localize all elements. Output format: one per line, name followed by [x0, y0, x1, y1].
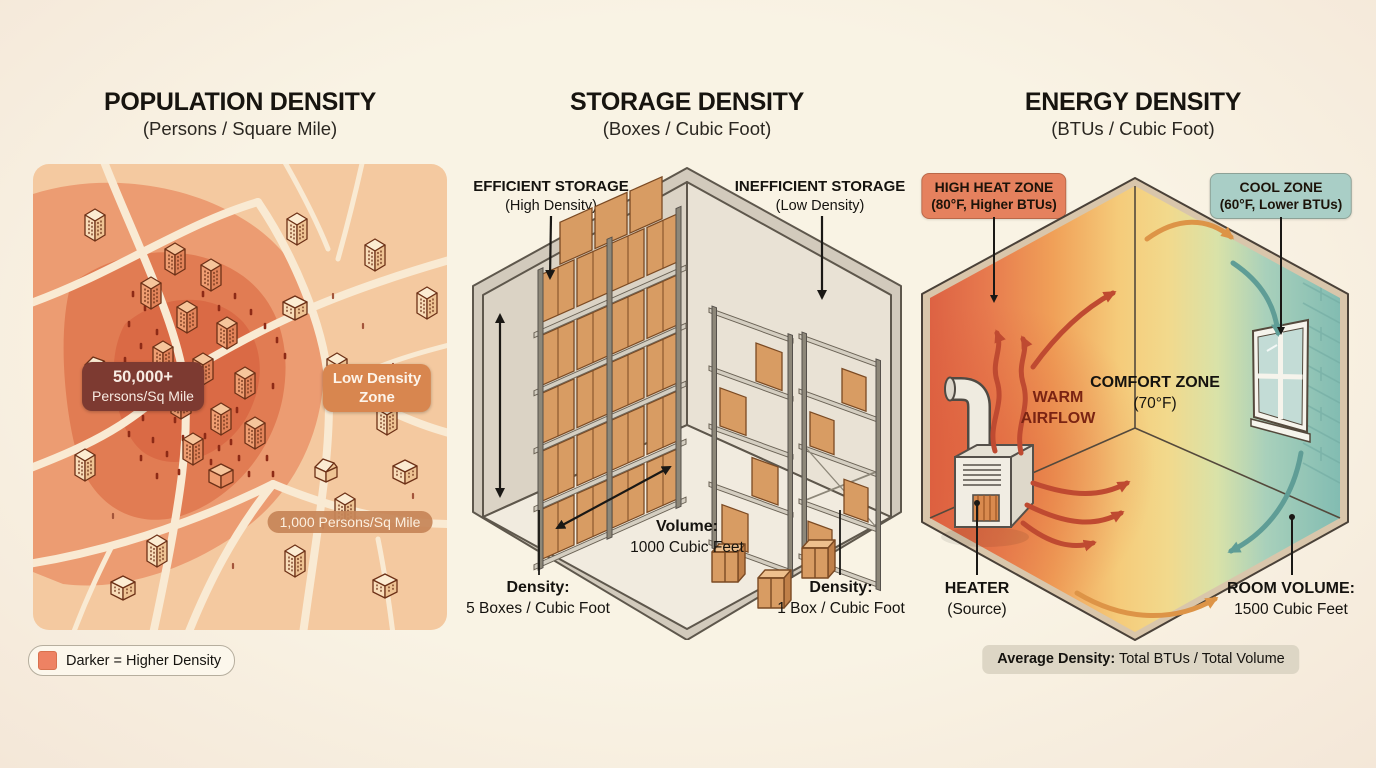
mid-density-pill: 1,000 Persons/Sq Mile — [267, 511, 433, 533]
legend-text: Darker = Higher Density — [66, 652, 222, 669]
map-legend: Darker = Higher Density — [28, 645, 236, 676]
inefficient-line2: (Low Density) — [775, 197, 865, 214]
low-density-badge: Low Density Zone — [322, 364, 432, 413]
sparse-rack-1 — [708, 305, 794, 578]
cool-zone-line2: (60°F, Lower BTUs) — [1219, 197, 1343, 213]
warm-airflow-label: WARM AIRFLOW — [1021, 388, 1096, 430]
heater-line1: HEATER — [944, 580, 1010, 597]
low-density-line2: Zone — [359, 389, 395, 407]
cool-airflow-arrows — [1227, 260, 1304, 554]
warm-line2: AIRFLOW — [1020, 409, 1096, 427]
convection-arrows — [1074, 219, 1235, 619]
sparse-rack-2 — [798, 331, 881, 592]
comfort-line1: COMFORT ZONE — [1090, 374, 1220, 391]
population-title: POPULATION DENSITY — [104, 88, 376, 116]
high-density-badge: 50,000+ Persons/Sq Mile — [82, 362, 204, 412]
brick-texture — [1302, 282, 1340, 484]
low-density-line1: Low Density — [332, 370, 422, 387]
density-left-line1: Density: — [506, 579, 570, 596]
dense-rack — [533, 175, 687, 571]
room-volume-line1: ROOM VOLUME: — [1227, 580, 1355, 597]
high-density-value: 50,000+ — [112, 368, 174, 386]
volume-line1: Volume: — [656, 518, 718, 535]
energy-connector-lines — [974, 217, 1295, 575]
average-density-label: Average Density: — [997, 651, 1116, 667]
efficient-line1: EFFICIENT STORAGE — [473, 178, 629, 195]
window-icon — [1250, 318, 1311, 443]
high-heat-line1: HIGH HEAT ZONE — [934, 179, 1054, 195]
label-pointer-arrows — [545, 215, 827, 300]
efficient-line2: (High Density) — [505, 197, 597, 214]
volume-label: Volume: 1000 Cubic Feet — [630, 517, 744, 558]
storage-subtitle: (Boxes / Cubic Foot) — [602, 118, 772, 139]
room-volume-label: ROOM VOLUME: 1500 Cubic Feet — [1227, 579, 1355, 620]
energy-room-illustration — [921, 177, 1349, 641]
cool-zone-line1: COOL ZONE — [1239, 179, 1323, 195]
heater-line2: (Source) — [947, 600, 1007, 618]
population-subtitle: (Persons / Square Mile) — [142, 118, 338, 139]
density-connector-lines — [538, 510, 841, 575]
energy-title: ENERGY DENSITY — [1024, 88, 1242, 116]
inefficient-line1: INEFFICIENT STORAGE — [734, 178, 906, 195]
high-heat-zone-badge: HIGH HEAT ZONE (80°F, Higher BTUs) — [921, 173, 1067, 220]
efficient-storage-label: EFFICIENT STORAGE (High Density) — [473, 177, 629, 215]
density-left-line2: 5 Boxes / Cubic Foot — [466, 599, 610, 617]
high-heat-line2: (80°F, Higher BTUs) — [931, 197, 1057, 213]
comfort-line2: (70°F) — [1133, 394, 1177, 412]
average-density-note: Average Density: Total BTUs / Total Volu… — [982, 645, 1300, 674]
warm-line1: WARM — [1032, 389, 1084, 406]
measure-arrows — [495, 313, 672, 529]
inefficient-storage-label: INEFFICIENT STORAGE (Low Density) — [735, 177, 906, 215]
legend-color-swatch — [38, 651, 57, 670]
heater-label: HEATER (Source) — [945, 579, 1010, 620]
density-right-line1: Density: — [809, 579, 873, 596]
warm-airflow-arrows — [990, 290, 1131, 552]
density-right-label: Density: 1 Box / Cubic Foot — [777, 578, 905, 619]
density-left-label: Density: 5 Boxes / Cubic Foot — [466, 578, 610, 619]
average-density-value: Total BTUs / Total Volume — [1115, 651, 1285, 667]
comfort-zone-label: COMFORT ZONE (70°F) — [1090, 373, 1220, 414]
energy-subtitle: (BTUs / Cubic Foot) — [1051, 118, 1215, 139]
cool-zone-badge: COOL ZONE (60°F, Lower BTUs) — [1209, 173, 1353, 220]
density-right-line2: 1 Box / Cubic Foot — [777, 599, 905, 617]
storage-room-illustration — [472, 167, 902, 640]
volume-line2: 1000 Cubic Feet — [630, 538, 744, 556]
storage-title: STORAGE DENSITY — [570, 88, 804, 116]
room-volume-line2: 1500 Cubic Feet — [1234, 600, 1348, 618]
high-density-unit: Persons/Sq Mile — [92, 388, 194, 405]
